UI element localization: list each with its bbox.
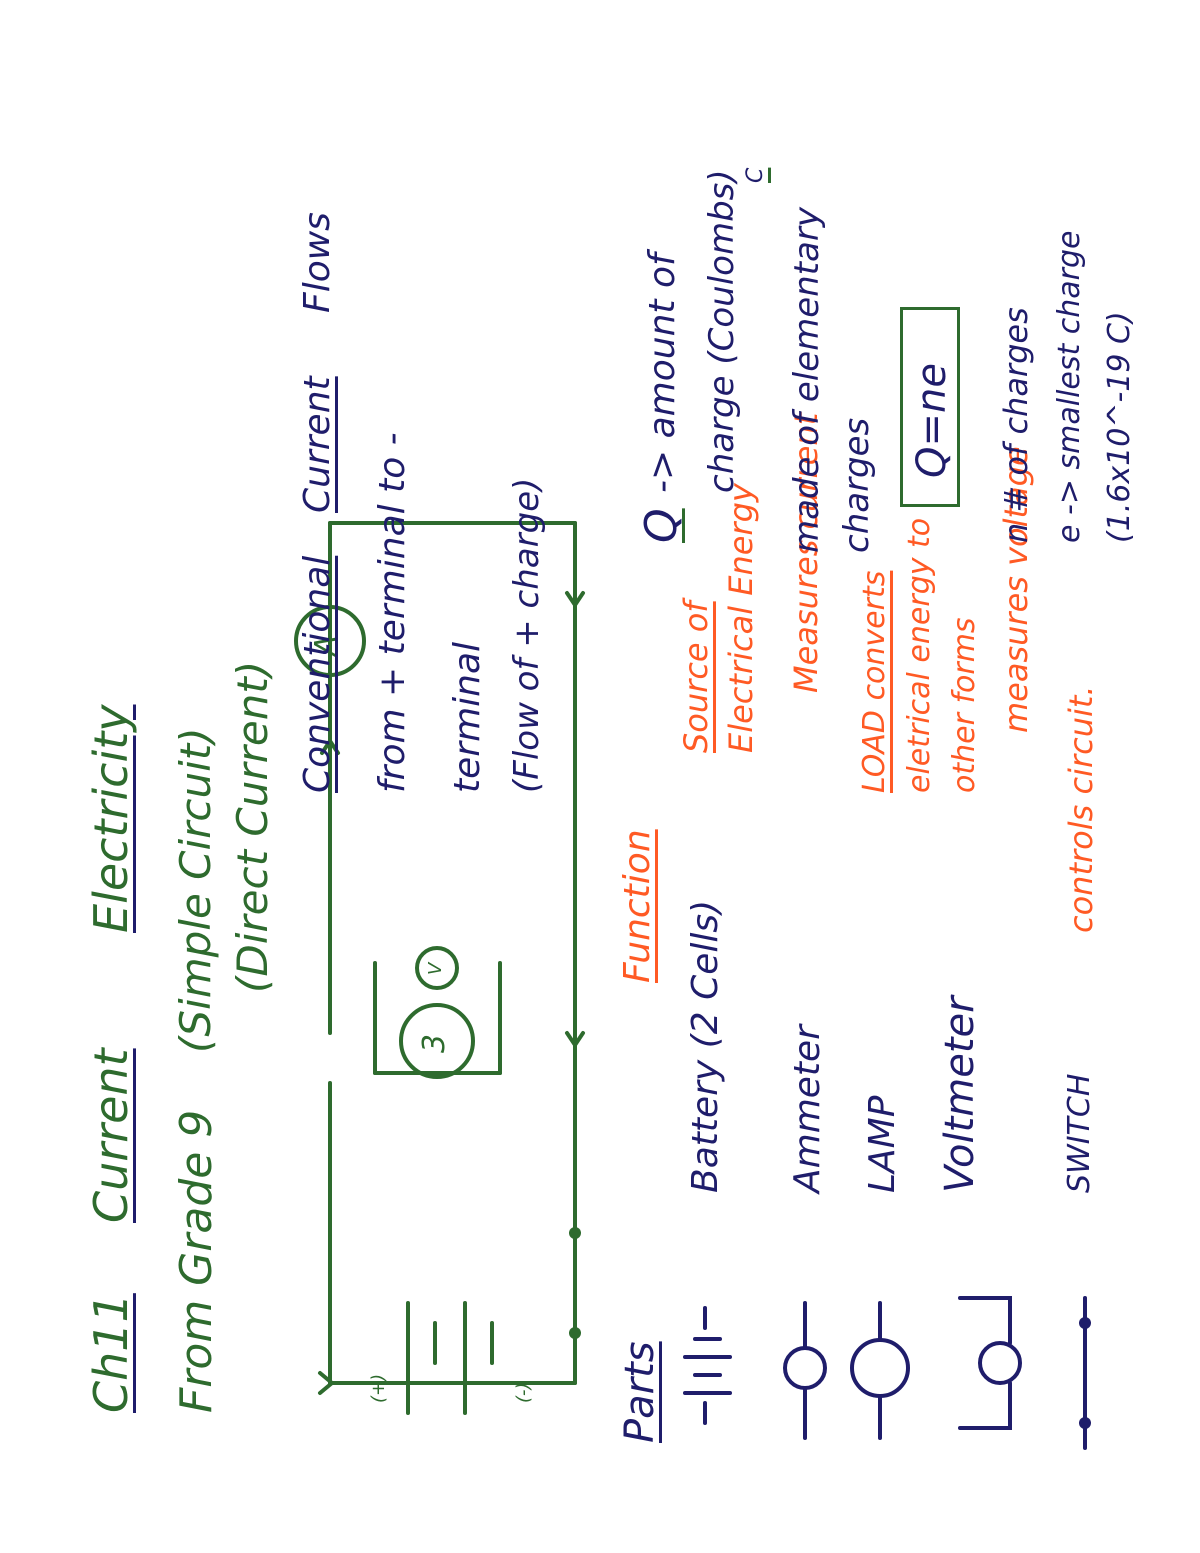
n-definition: n # of charges bbox=[997, 307, 1035, 543]
voltmeter-circle bbox=[415, 946, 459, 990]
charge-line-4: charges bbox=[837, 417, 877, 553]
coulomb-unit: C bbox=[743, 167, 768, 183]
e-value: (1.6x10^-19 C) bbox=[1102, 311, 1137, 543]
lamp-circle bbox=[399, 1003, 475, 1079]
q-label: Q bbox=[636, 508, 687, 543]
formula-q-ne: Q=ne bbox=[909, 363, 955, 478]
charge-line-1: -> amount of bbox=[642, 253, 683, 493]
ammeter-circle bbox=[294, 605, 366, 677]
e-definition: e -> smallest charge bbox=[1052, 230, 1087, 543]
charge-line-2: charge (Coulombs) bbox=[702, 169, 742, 493]
charge-line-3: made of elementary bbox=[787, 207, 827, 553]
